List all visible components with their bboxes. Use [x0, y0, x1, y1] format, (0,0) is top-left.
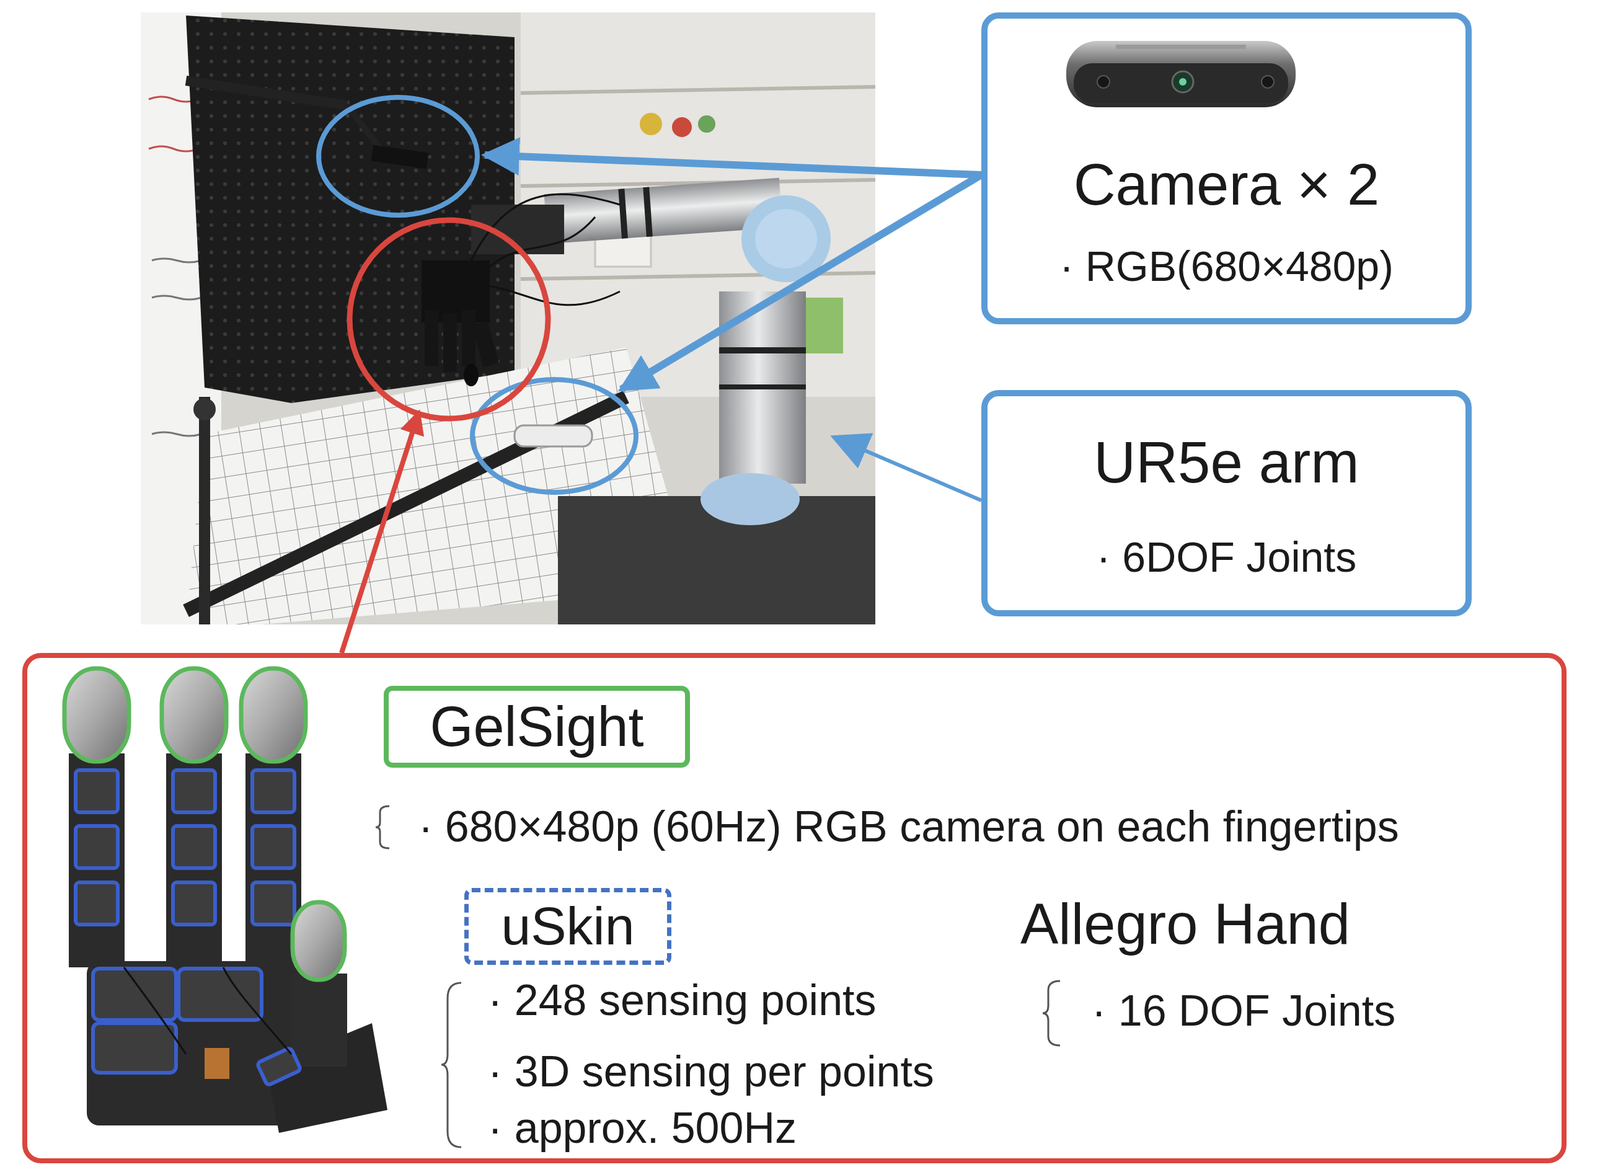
allegro-hand-illustration: [64, 668, 388, 1133]
brace: [375, 805, 390, 849]
support-pole: [185, 396, 627, 611]
camera-highlight: [318, 97, 478, 216]
pointer-arrow: [833, 437, 982, 501]
pointer-arrow: [341, 411, 420, 653]
spec-item: · approx. 500Hz: [487, 1101, 797, 1154]
thumb: [291, 973, 348, 1067]
gelsight-tips: [64, 668, 345, 980]
camera-icon: [1066, 40, 1296, 108]
hand-highlight: [349, 220, 549, 419]
spec-item: · 6DOF Joints: [1096, 531, 1357, 583]
sensor-tag: uSkin: [464, 887, 672, 965]
wire: [223, 967, 292, 1054]
box-heading: Camera × 2: [1073, 150, 1380, 221]
sensor-name: GelSight: [429, 693, 644, 761]
shelves: [520, 12, 876, 397]
sensor-name: uSkin: [500, 893, 635, 958]
camera-highlight: [472, 379, 637, 493]
support-pole: [198, 396, 211, 625]
finger: [68, 753, 125, 968]
finger: [166, 753, 222, 968]
setup-photo: [140, 12, 876, 625]
sensor-tag: GelSight: [383, 685, 690, 768]
spec-item: · 16 DOF Joints: [1091, 984, 1396, 1037]
spec-item: · 248 sensing points: [487, 973, 877, 1026]
brace: [441, 982, 462, 1147]
pointer-arrow: [621, 174, 982, 390]
photo-ground: [140, 12, 876, 625]
upper-camera: [185, 80, 429, 169]
wire: [123, 967, 186, 1054]
spec-item: · 680×480p (60Hz) RGB camera on each fin…: [418, 800, 1400, 853]
robot-hand-photo: [421, 194, 620, 387]
brace: [1042, 980, 1061, 1046]
connector-part: [204, 1047, 230, 1079]
lower-camera: [514, 425, 593, 447]
pole-joint: [193, 397, 216, 421]
camera-box: Camera × 2 · RGB(680×480p): [981, 12, 1472, 325]
component-heading: Allegro Hand: [1020, 889, 1351, 958]
uskin-pads: [75, 769, 302, 1086]
hand-panel: · 680×480p (60Hz) RGB camera on each fin…: [22, 652, 1567, 1163]
box-heading: UR5e arm: [1093, 427, 1359, 498]
spec-item: · 3D sensing per points: [487, 1045, 935, 1098]
arm-box: UR5e arm · 6DOF Joints: [981, 389, 1472, 617]
pointer-arrow: [484, 154, 982, 175]
spec-item: · RGB(680×480p): [1059, 241, 1394, 292]
